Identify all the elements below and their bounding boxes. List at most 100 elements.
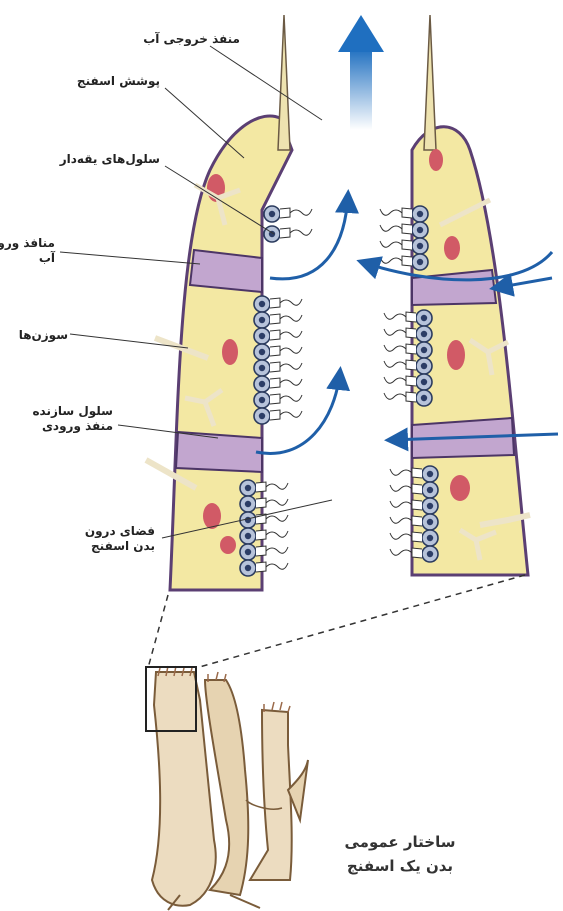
collar-cell-nucleus (259, 349, 265, 355)
collar (412, 500, 422, 510)
collar (412, 532, 422, 542)
flagellum (280, 411, 302, 417)
collar-cell-nucleus (421, 395, 427, 401)
flagellum (390, 469, 412, 475)
flagellum (390, 501, 412, 507)
collar (256, 482, 266, 492)
label-inner-space: فضای درون بدن اسفنج (85, 524, 155, 554)
label-inflow-pores: منافذ ورود آب (0, 236, 55, 266)
collar (256, 498, 266, 508)
collar-cell-nucleus (245, 549, 251, 555)
collar-cell-nucleus (417, 227, 423, 233)
collar (270, 346, 280, 356)
flagellum (280, 347, 302, 353)
flagellum (380, 209, 402, 215)
collar-cell-nucleus (427, 551, 433, 557)
collar-cell-nucleus (427, 503, 433, 509)
collar-cell-nucleus (421, 331, 427, 337)
collar-cell-nucleus (421, 315, 427, 321)
collar (406, 312, 416, 322)
collar-cell-nucleus (245, 501, 251, 507)
collar (402, 224, 412, 234)
flagellum (384, 345, 406, 351)
collar-cell-nucleus (259, 381, 265, 387)
collar-cell-nucleus (427, 471, 433, 477)
label-sponge-cover: پوشش اسفنج (77, 74, 160, 89)
label-inner-space-line2: بدن اسفنج (85, 539, 155, 554)
collar-cell-nucleus (269, 211, 275, 217)
collar (402, 240, 412, 250)
collar (270, 314, 280, 324)
label-porocyte-line2: منفذ ورودی (32, 419, 113, 434)
collar (412, 484, 422, 494)
collar (412, 516, 422, 526)
collar (406, 360, 416, 370)
flagellum (380, 225, 402, 231)
collar (270, 298, 280, 308)
caption-line2: بدن یک اسفنج (335, 854, 465, 878)
collar-cell-nucleus (259, 317, 265, 323)
flagellum (390, 517, 412, 523)
flagellum (290, 209, 312, 215)
collar (280, 228, 290, 238)
collar (256, 562, 266, 572)
collar (406, 344, 416, 354)
caption-line1: ساختار عمومی (335, 830, 465, 854)
flagellum (266, 515, 288, 521)
flagellum (390, 485, 412, 491)
collar-cell-nucleus (245, 565, 251, 571)
collar (256, 530, 266, 540)
collar-cell-nucleus (421, 363, 427, 369)
figure-caption: ساختار عمومی بدن یک اسفنج (335, 830, 465, 878)
flagellum (290, 229, 312, 235)
collar-cell-nucleus (259, 333, 265, 339)
collar-cell-nucleus (259, 301, 265, 307)
flagellum (266, 563, 288, 569)
collar (406, 376, 416, 386)
collar-cell-nucleus (245, 533, 251, 539)
flagellum (384, 361, 406, 367)
flagellum (380, 257, 402, 263)
flagellum (266, 499, 288, 505)
collar (256, 546, 266, 556)
collar-cell-nucleus (417, 243, 423, 249)
collar (402, 256, 412, 266)
collar-cell-nucleus (259, 397, 265, 403)
collar (402, 208, 412, 218)
water-exit-arrow (338, 15, 384, 130)
label-spicules: سوزن‌ها (19, 328, 68, 343)
collar-cell-nucleus (417, 259, 423, 265)
collar-cell-nucleus (245, 517, 251, 523)
flagellum (266, 547, 288, 553)
flagellum (390, 549, 412, 555)
label-porocyte-line1: سلول سازنده (32, 404, 113, 419)
flagellum (390, 533, 412, 539)
collar-cell-nucleus (427, 535, 433, 541)
collar-cell-nucleus (259, 365, 265, 371)
collar (406, 328, 416, 338)
collar-cell-nucleus (421, 347, 427, 353)
collar (270, 378, 280, 388)
label-porocyte: سلول سازنده منفذ ورودی (32, 404, 113, 434)
sponge-illustration (146, 666, 308, 910)
label-inflow-pores-line1: منافذ ورود (0, 236, 55, 251)
collar (412, 548, 422, 558)
collar (280, 208, 290, 218)
flagellum (280, 331, 302, 337)
collar (270, 330, 280, 340)
collar-cell-nucleus (427, 519, 433, 525)
collar (270, 410, 280, 420)
flagellum (384, 393, 406, 399)
collar-cell-nucleus (417, 211, 423, 217)
collar (270, 362, 280, 372)
flagellum (280, 395, 302, 401)
collar (412, 468, 422, 478)
flagellum (280, 315, 302, 321)
label-inner-space-line1: فضای درون (85, 524, 155, 539)
flagellum (280, 299, 302, 305)
flagellum (384, 329, 406, 335)
flagellum (266, 531, 288, 537)
collar (406, 392, 416, 402)
